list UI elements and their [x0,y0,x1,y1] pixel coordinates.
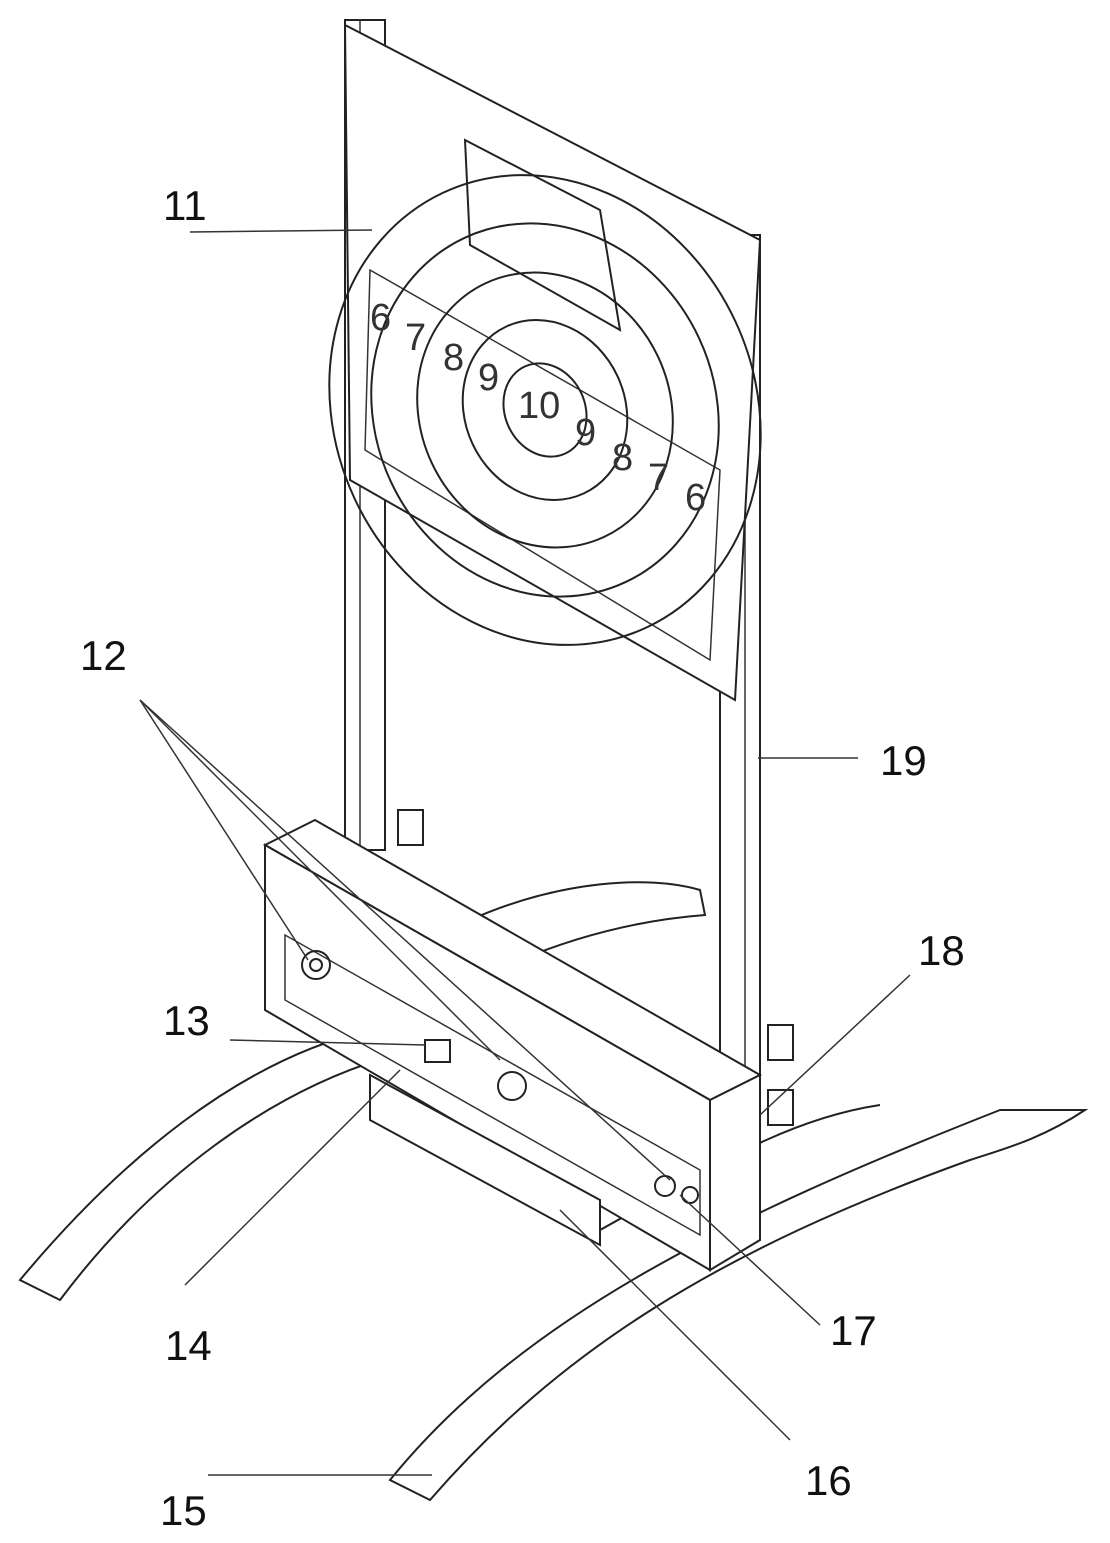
callout-17: 17 [830,1307,877,1354]
ring-label-left-6: 6 [370,297,391,339]
ring-label-right-8: 8 [612,437,633,479]
ring-label-left-8: 8 [443,337,464,379]
callout-11: 11 [163,182,207,229]
callout-14: 14 [165,1322,212,1369]
ring-label-left-9: 9 [478,357,499,399]
leader-lines [139,229,911,1476]
ring-label-right-6: 6 [685,477,706,519]
callout-labels: 11 12 13 14 15 16 17 18 19 [80,182,965,1534]
ring-label-center-10: 10 [518,385,560,427]
target-rings [328,174,762,646]
callout-18: 18 [918,927,965,974]
ring-label-right-9: 9 [575,412,596,454]
callout-19: 19 [880,737,927,784]
ring-label-left-7: 7 [405,317,426,359]
target-board: 6 7 8 9 10 9 8 7 6 [328,23,762,702]
callout-15: 15 [160,1487,207,1534]
callout-16: 16 [805,1457,852,1504]
ring-label-right-7: 7 [648,457,669,499]
callout-12: 12 [80,632,127,679]
callout-13: 13 [163,997,210,1044]
base-box [262,818,763,1272]
